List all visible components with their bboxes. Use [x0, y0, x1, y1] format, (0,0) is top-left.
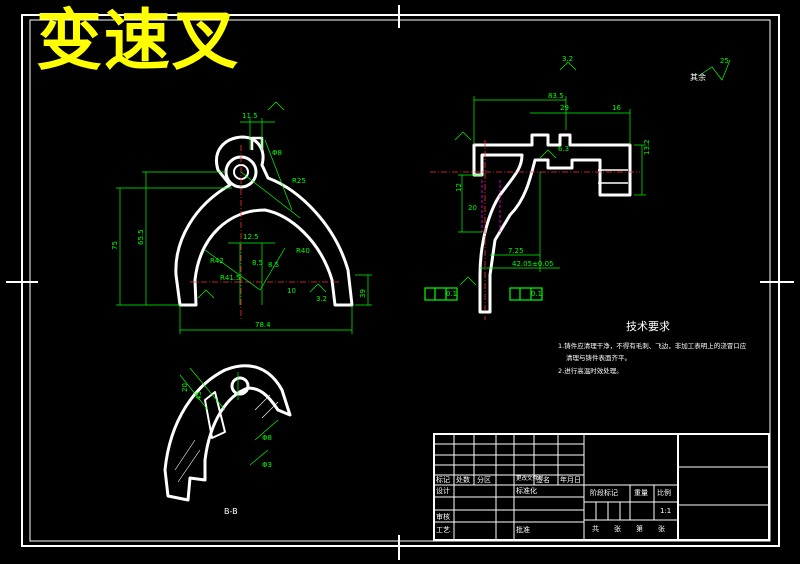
dim-r42: R42 — [210, 257, 224, 265]
tb-scale: 比例 — [657, 489, 671, 497]
dim-section-phi3: Φ3 — [262, 461, 272, 469]
tb-sign: 签名 — [536, 476, 550, 484]
tb-date: 年月日 — [560, 476, 581, 484]
front-view-dims — [116, 101, 372, 334]
dim-12-side: 12 — [455, 183, 463, 192]
tolerance-right: 0.1 — [531, 290, 543, 298]
tb-process: 工艺 — [436, 526, 450, 534]
side-view-centerlines — [430, 140, 640, 320]
drawing-title: 变速叉 — [36, 2, 240, 79]
tb-number: 第 — [636, 525, 643, 533]
dim-r40: R40 — [296, 247, 310, 255]
tech-requirements-title: 技术要求 — [626, 320, 670, 333]
dim-section-20: 20 — [181, 383, 189, 392]
dim-ra-3-2-front: 3.2 — [316, 295, 328, 303]
title-block — [433, 433, 770, 541]
dim-section-45: 45 — [195, 391, 203, 400]
dim-radius-25: R25 — [292, 177, 306, 185]
dim-r41-5: R41.5 — [220, 274, 241, 282]
dim-42-05: 42.05±0.05 — [512, 260, 554, 268]
dim-39: 39 — [359, 289, 367, 298]
tb-sheet-a: 张 — [614, 525, 621, 533]
roughness-other-value: 25 — [720, 57, 729, 65]
tb-count: 处数 — [456, 476, 470, 484]
dim-13-2: 13.2 — [643, 139, 651, 155]
dim-20-side: 20 — [468, 204, 477, 212]
dim-10: 10 — [287, 287, 296, 295]
dim-8-5-b: 8.5 — [268, 261, 280, 269]
tb-approve: 批准 — [516, 526, 530, 534]
outer-frame — [21, 14, 780, 547]
side-view-hidden — [481, 180, 501, 232]
tolerance-left: 0.1 — [446, 290, 458, 298]
tb-total: 共 — [592, 525, 599, 533]
tb-sheet-b: 张 — [658, 525, 665, 533]
dim-section-phi8: Φ8 — [262, 434, 272, 442]
side-view-dims — [454, 59, 731, 286]
dim-29: 29 — [560, 104, 569, 112]
tb-scale-value: 1:1 — [660, 507, 672, 515]
inner-frame — [29, 19, 771, 542]
tech-requirement-line-1: 1.铸件应清理干净，不得有毛刺、飞边，非加工表明上的浇冒口应 — [558, 342, 747, 350]
dim-16: 16 — [612, 104, 621, 112]
tb-stage: 阶段标记 — [590, 489, 618, 497]
dim-width-78-4: 78.4 — [255, 321, 271, 329]
tb-zone: 分区 — [477, 476, 491, 484]
roughness-other-label: 其余 — [690, 73, 706, 82]
section-hatch — [174, 394, 279, 483]
dim-ra-3-2-side: 3.2 — [562, 55, 574, 63]
tb-review: 审核 — [436, 513, 450, 521]
tolerance-frames — [424, 287, 543, 301]
dim-width-top: 11.5 — [242, 112, 258, 120]
section-dims — [179, 367, 279, 466]
dim-6-3: 6.3 — [558, 145, 570, 153]
tb-mark: 标记 — [436, 476, 450, 484]
dim-12-5: 12.5 — [243, 233, 259, 241]
tb-standard: 标准化 — [516, 487, 537, 495]
tech-requirement-line-3: 2.进行高温时效处理。 — [558, 367, 623, 375]
dim-dia-small: Φ8 — [272, 149, 282, 157]
section-view — [163, 364, 292, 502]
tech-requirement-line-2: 清理与铸件表面齐平。 — [566, 354, 631, 362]
dim-83-5: 83.5 — [548, 92, 564, 100]
tb-weight: 重量 — [634, 489, 648, 497]
side-view — [472, 133, 632, 314]
tb-design: 设计 — [436, 487, 450, 495]
dim-7-25: 7.25 — [508, 247, 524, 255]
dim-height-65: 65.5 — [137, 229, 145, 245]
front-view — [174, 135, 354, 307]
section-label: B-B — [224, 507, 238, 516]
dim-8-5-a: 8.5 — [252, 259, 264, 267]
dim-height-75: 75 — [111, 241, 119, 250]
tb-change-doc: 更改文件号 — [516, 476, 544, 482]
